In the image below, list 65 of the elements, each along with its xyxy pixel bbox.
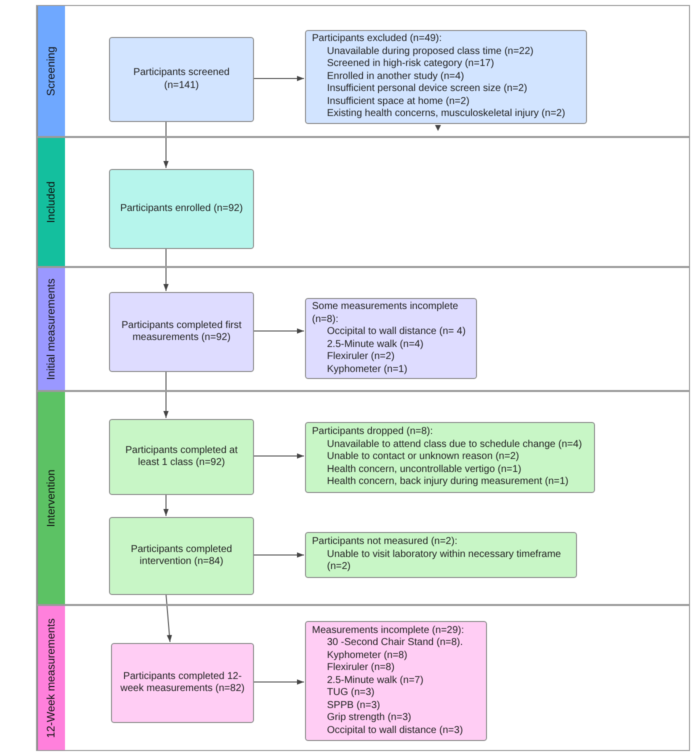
note-item: Occipital to wall distance (n=3) xyxy=(326,724,464,738)
arrow xyxy=(166,594,172,642)
swimlane xyxy=(36,267,690,391)
note-item: Unable to visit laboratory within necessary timeframe (n=2) xyxy=(326,548,562,574)
note-item: Unavailable during proposed class time (n=22) xyxy=(326,46,535,58)
note-item: 2.5-Minute walk (n=4) xyxy=(326,338,424,351)
note-item: Insufficient personal device screen size (n=2) xyxy=(326,83,528,96)
note-box xyxy=(305,532,577,578)
note-item: 2.5-Minute walk (n=7) xyxy=(326,674,424,688)
note-heading: Participants dropped (n=8): xyxy=(312,426,434,439)
lane-header: 12-Week measurements xyxy=(37,606,65,750)
process-box xyxy=(109,169,254,249)
process-box xyxy=(109,419,254,495)
arrow xyxy=(252,679,304,685)
note-item: Flexiruler (n=8) xyxy=(326,662,396,675)
box-label: Participants completed first measurements (n=92) xyxy=(120,320,243,344)
arrow xyxy=(163,248,169,292)
process-box xyxy=(111,643,254,723)
arrow xyxy=(252,76,304,82)
note-box xyxy=(305,621,487,741)
note-item: 30 -Second Chair Stand (n=8). xyxy=(326,637,464,650)
note-heading: Participants not measured (n=2): xyxy=(312,536,458,549)
note-box xyxy=(305,30,587,124)
note-heading: Measurements incomplete (n=29): xyxy=(312,624,466,638)
note-item: Insufficient space at home (n=2) xyxy=(326,96,470,108)
note-item: Screened in high-risk category (n=17) xyxy=(326,58,496,71)
note-item: Health concern, uncontrollable vertigo (n=1) xyxy=(326,464,522,476)
note-box xyxy=(305,298,477,379)
arrow xyxy=(252,552,304,558)
lane-header: Included xyxy=(37,138,65,266)
process-box xyxy=(109,292,254,372)
note-item: Health concern, back injury during measurement (n=1) xyxy=(326,476,570,489)
lane-header: Screening xyxy=(37,6,65,136)
note-box xyxy=(305,422,595,493)
box-label: Participants enrolled (n=92) xyxy=(120,202,243,216)
box-label: Participants completed intervention (n=84) xyxy=(130,544,234,568)
swimlane xyxy=(36,605,690,751)
box-label: Participants screened (n=141) xyxy=(132,67,231,92)
swimlane xyxy=(36,5,690,137)
note-item: TUG (n=3) xyxy=(326,687,376,700)
box-label: Participants completed at least 1 class (n=92) xyxy=(124,444,239,470)
process-box xyxy=(109,37,254,122)
lane-header: Initial measurements xyxy=(37,268,65,390)
note-item: SPPB (n=3) xyxy=(326,700,382,712)
note-heading: Participants excluded (n=49): xyxy=(312,33,443,46)
box-label: Participants completed 12-week measurements (n=82) xyxy=(120,670,245,696)
note-item: Unavailable to attend class due to schedule change (n=4) xyxy=(326,438,583,452)
arrow xyxy=(163,370,169,418)
arrow xyxy=(252,328,304,334)
note-item: Flexiruler (n=2) xyxy=(326,351,396,364)
swimlane xyxy=(36,391,690,605)
arrow xyxy=(163,120,169,168)
swimlane xyxy=(36,137,690,267)
note-heading: Some measurements incomplete (n=8): xyxy=(312,301,460,326)
note-item: Grip strength (n=3) xyxy=(326,712,412,725)
lane-header: Intervention xyxy=(37,392,65,604)
note-item: Unable to contact or unknown reason (n=2) xyxy=(326,451,520,464)
process-box xyxy=(109,517,254,595)
arrow xyxy=(163,494,169,516)
note-item: Enrolled in another study (n=4) xyxy=(326,70,466,84)
note-item: Kyphometer (n=8) xyxy=(326,650,408,662)
arrow xyxy=(252,453,304,459)
note-item: Kyphometer (n=1) xyxy=(326,364,408,376)
note-item: Occipital to wall distance (n= 4) xyxy=(326,326,467,338)
note-item: Existing health concerns, musculoskeletal injury (n=2) xyxy=(326,108,566,121)
